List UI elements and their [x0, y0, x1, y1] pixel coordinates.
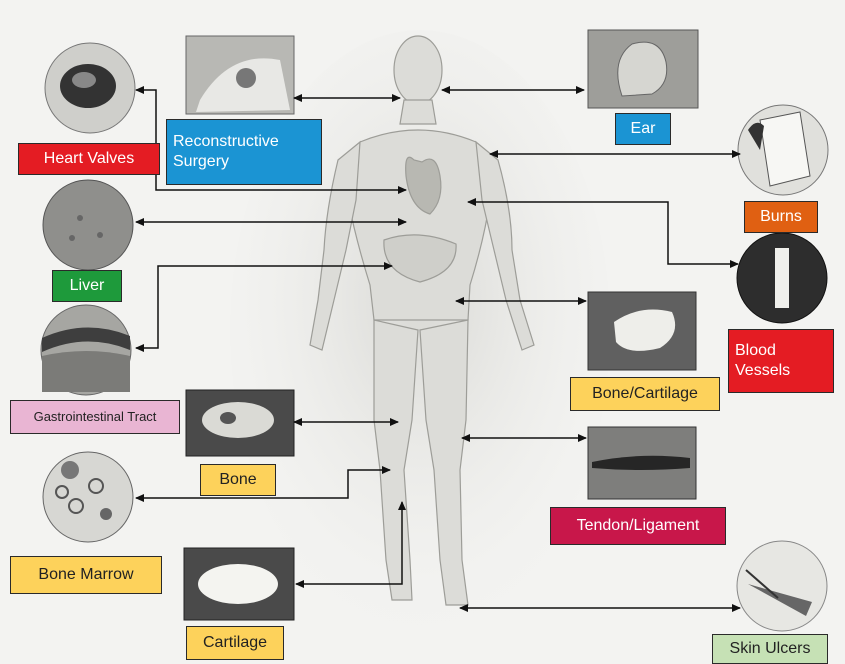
heart-valves-label: Heart Valves [18, 143, 160, 175]
skin-ulcers-label: Skin Ulcers [712, 634, 828, 664]
gastrointestinal-tract-label: Gastrointestinal Tract [10, 400, 180, 434]
bone-cartilage-image [588, 292, 696, 370]
burns-label: Burns [744, 201, 818, 233]
heart-valves-image [45, 43, 135, 133]
bone-label: Bone [200, 464, 276, 496]
ear-label: Ear [615, 113, 671, 145]
ear-image [588, 30, 698, 108]
liver-label: Liver [52, 270, 122, 302]
cartilage-image [184, 548, 294, 620]
cartilage-label: Cartilage [186, 626, 284, 660]
blood-vessels-label: Blood Vessels [728, 329, 834, 393]
bone-image [186, 390, 294, 456]
tendon-ligament-image [588, 427, 696, 499]
liver-image [43, 180, 133, 270]
reconstructive-surgery-image [186, 36, 294, 114]
skin-ulcers-image [737, 541, 827, 631]
burns-image [738, 105, 828, 195]
gastrointestinal-tract-image [41, 305, 131, 395]
bone-marrow-label: Bone Marrow [10, 556, 162, 594]
bone-cartilage-label: Bone/Cartilage [570, 377, 720, 411]
reconstructive-surgery-label: Reconstructive Surgery [166, 119, 322, 185]
bone-marrow-image [43, 452, 133, 542]
tendon-ligament-label: Tendon/Ligament [550, 507, 726, 545]
blood-vessels-image [737, 233, 827, 323]
